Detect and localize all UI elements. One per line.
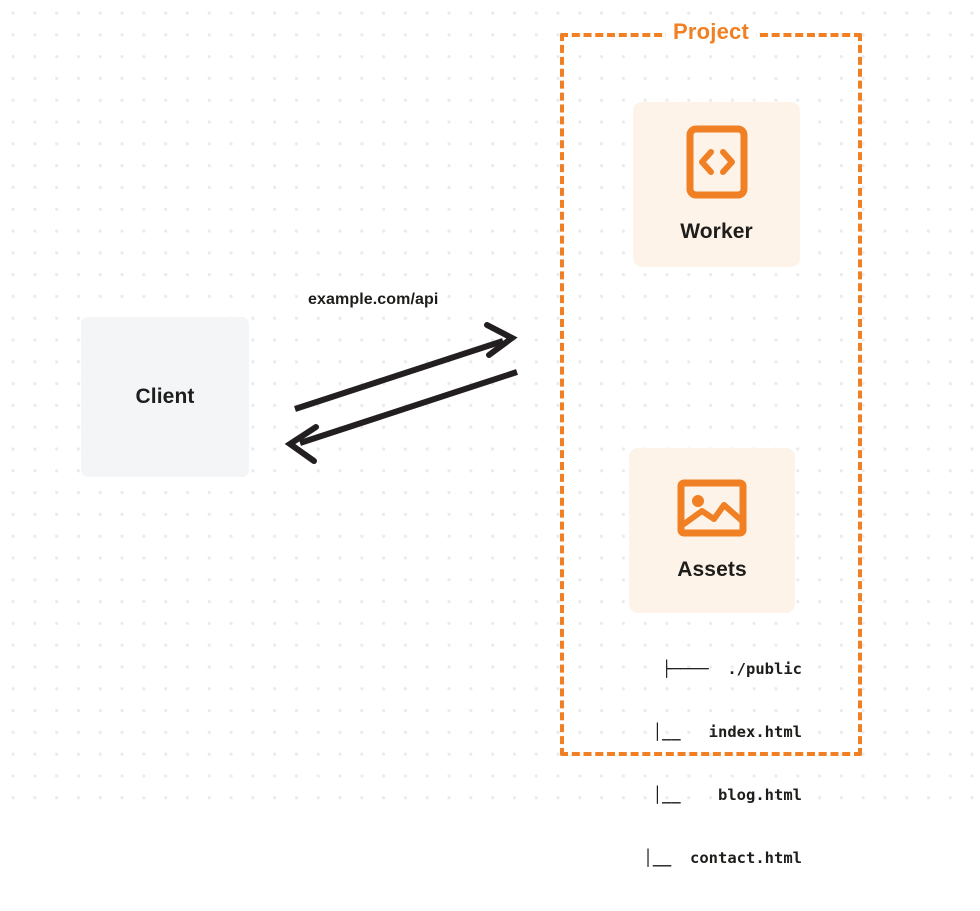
file-tree-row: │__ blog.html: [652, 786, 802, 804]
client-node-label: Client: [135, 385, 195, 408]
file-tree-row: ├──── ./public: [662, 660, 802, 678]
request-url-label: example.com/api: [308, 291, 439, 308]
project-title: Project: [666, 18, 756, 45]
client-node[interactable]: Client: [81, 317, 249, 477]
image-picture-icon: [677, 479, 747, 542]
assets-card[interactable]: Assets: [629, 448, 795, 613]
project-container: Project: [560, 18, 862, 756]
file-tree-row: │__ index.html: [652, 723, 802, 741]
worker-label: Worker: [680, 220, 753, 243]
arrow-response: [284, 369, 518, 464]
assets-file-tree: ├──── ./public │__ index.html │__ blog.h…: [600, 617, 802, 911]
code-brackets-icon: [686, 125, 748, 204]
arrow-request: [294, 322, 518, 412]
assets-label: Assets: [677, 558, 747, 581]
worker-card[interactable]: Worker: [633, 102, 800, 267]
diagram-canvas: Client example.com/api Project Worker: [0, 0, 980, 867]
file-tree-row: │__ contact.html: [643, 849, 802, 867]
